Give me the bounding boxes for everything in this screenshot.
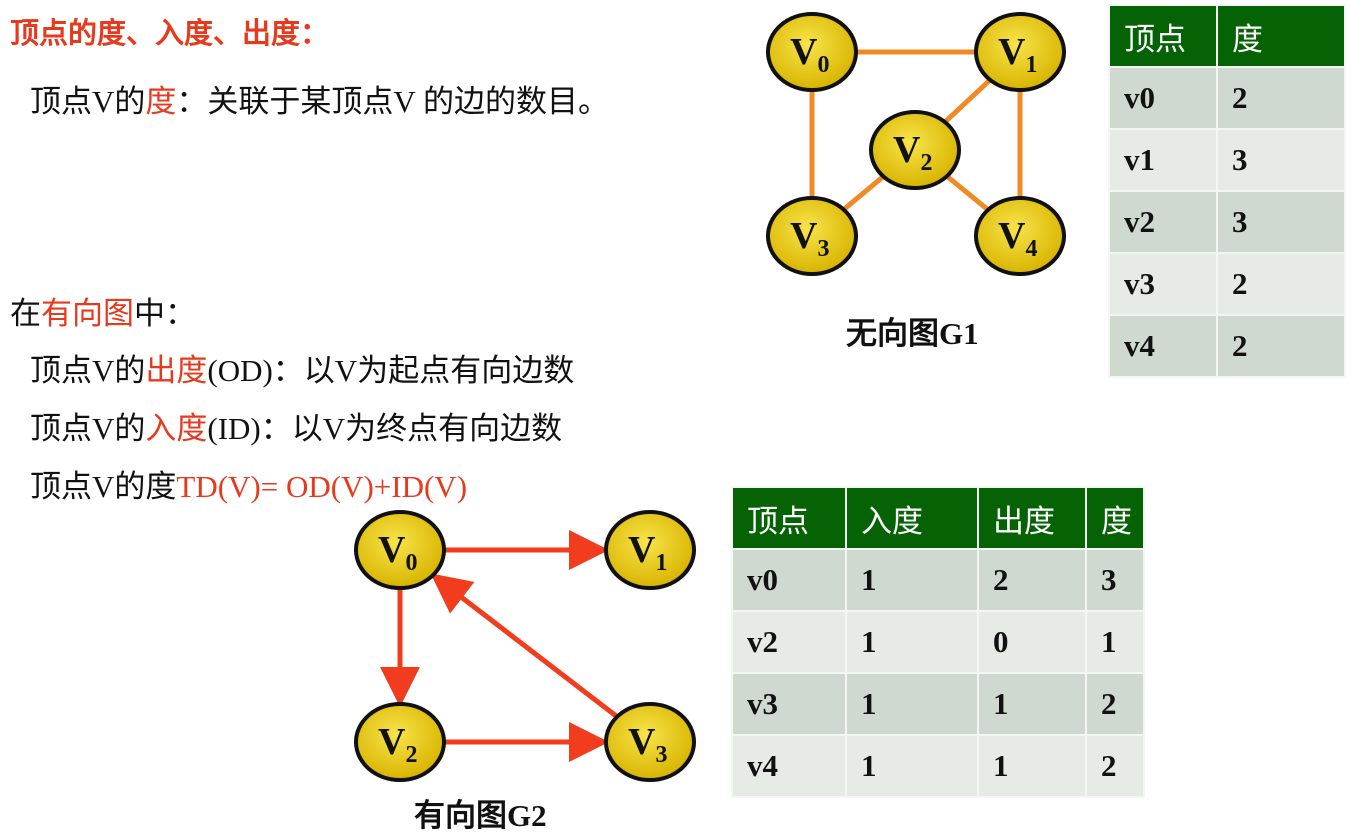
g1-caption: 无向图G1 <box>846 316 979 351</box>
table-header-row: 顶点 入度 出度 度 <box>731 486 1145 550</box>
total-degree-formula: 顶点V的度TD(V)= OD(V)+ID(V) <box>30 461 467 506</box>
od-post: (OD)：以V为起点有向边数 <box>207 353 575 388</box>
edge-V1-V2 <box>943 78 992 124</box>
table-cell: 3 <box>1085 548 1145 612</box>
edge-V2-V4 <box>945 174 990 212</box>
node-v0: V0 <box>354 510 446 590</box>
td-pre: 顶点V的度 <box>30 469 177 504</box>
table-cell: 2 <box>1216 252 1346 316</box>
g2-caption: 有向图G2 <box>414 798 547 833</box>
node-v2: V2 <box>869 110 961 190</box>
node-v4: V4 <box>974 196 1066 276</box>
table-cell: v0 <box>1108 66 1218 130</box>
col-vertex: 顶点 <box>731 486 847 550</box>
table-cell: v2 <box>1108 190 1218 254</box>
table-cell: 1 <box>845 734 979 798</box>
od-pre: 顶点V的 <box>30 353 146 388</box>
edge-V3-V0 <box>430 573 619 719</box>
id-em: 入度 <box>145 411 208 446</box>
def-pre: 顶点V的 <box>30 84 146 119</box>
slide-title: 顶点的度、入度、出度： <box>10 18 330 50</box>
node-v0: V0 <box>766 12 858 92</box>
table-cell: v3 <box>1108 252 1218 316</box>
table-cell: 1 <box>977 734 1087 798</box>
table-cell: v3 <box>731 672 847 736</box>
table-cell: 1 <box>977 672 1087 736</box>
table-cell: 2 <box>1085 734 1145 798</box>
table-cell: v1 <box>1108 128 1218 192</box>
table-cell: 2 <box>977 548 1087 612</box>
table-cell: v4 <box>1108 314 1218 378</box>
table-cell: v2 <box>731 610 847 674</box>
table-cell: 2 <box>1216 314 1346 378</box>
table-cell: 1 <box>845 610 979 674</box>
col-out-degree: 出度 <box>977 486 1087 550</box>
col-degree: 度 <box>1085 486 1145 550</box>
td-em: TD(V)= OD(V)+ID(V) <box>176 469 468 504</box>
table-cell: v0 <box>731 548 847 612</box>
table-cell: v4 <box>731 734 847 798</box>
col-in-degree: 入度 <box>845 486 979 550</box>
od-em: 出度 <box>145 353 208 388</box>
out-degree-definition: 顶点V的出度(OD)：以V为起点有向边数 <box>30 345 574 390</box>
node-v3: V3 <box>604 702 696 782</box>
col-vertex: 顶点 <box>1108 4 1218 68</box>
directed-heading: 在有向图中： <box>10 288 196 333</box>
node-v3: V3 <box>766 196 858 276</box>
table-cell: 1 <box>845 548 979 612</box>
node-v1: V1 <box>974 12 1066 92</box>
h-post: 中： <box>134 296 196 331</box>
h-em: 有向图 <box>41 296 134 331</box>
degree-definition: 顶点V的度：关联于某顶点V 的边的数目。 <box>30 76 609 121</box>
h-pre: 在 <box>10 296 41 331</box>
node-v2: V2 <box>354 702 446 782</box>
table-header-row: 顶点 度 <box>1108 4 1346 68</box>
table-cell: 0 <box>977 610 1087 674</box>
node-v1: V1 <box>604 510 696 590</box>
table-cell: 1 <box>845 672 979 736</box>
table-cell: 2 <box>1085 672 1145 736</box>
id-post: (ID)：以V为终点有向边数 <box>207 411 563 446</box>
table-cell: 3 <box>1216 190 1346 254</box>
table-cell: 1 <box>1085 610 1145 674</box>
col-degree: 度 <box>1216 4 1346 68</box>
id-pre: 顶点V的 <box>30 411 146 446</box>
table-cell: 3 <box>1216 128 1346 192</box>
def-em: 度 <box>145 84 177 119</box>
edge-V2-V3 <box>842 174 885 212</box>
table-cell: 2 <box>1216 66 1346 130</box>
def-post: ：关联于某顶点V 的边的数目。 <box>176 84 609 119</box>
in-degree-definition: 顶点V的入度(ID)：以V为终点有向边数 <box>30 403 562 448</box>
